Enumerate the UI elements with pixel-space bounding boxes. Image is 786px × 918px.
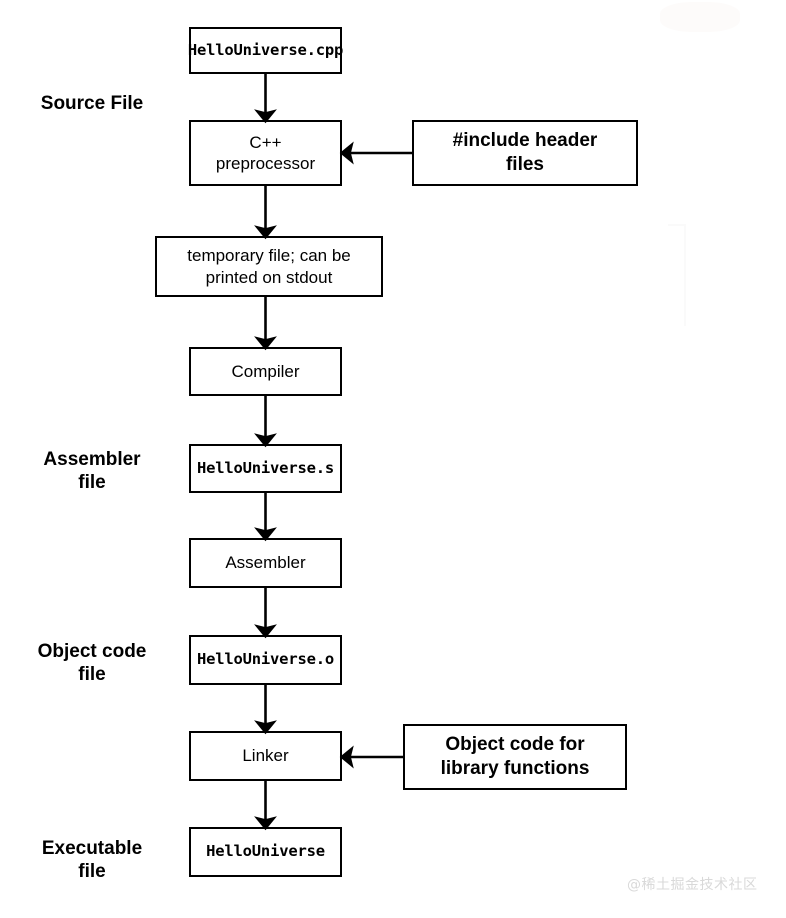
node-object-code-library[interactable]: Object code for library functions: [403, 724, 627, 790]
node-assembler[interactable]: Assembler: [189, 538, 342, 588]
node-hello-universe[interactable]: HelloUniverse: [189, 827, 342, 877]
watermark-text: @稀土掘金技术社区: [627, 877, 758, 893]
node-include-header-files[interactable]: #include header files: [412, 120, 638, 186]
node-compiler[interactable]: Compiler: [189, 347, 342, 396]
node-hello-universe-s[interactable]: HelloUniverse.s: [189, 444, 342, 493]
node-linker[interactable]: Linker: [189, 731, 342, 781]
stage-label-object-code-file: Object code file: [37, 641, 147, 685]
stage-label-executable-file: Executable file: [41, 838, 143, 882]
stage-label-assembler-file: Assembler file: [43, 449, 141, 493]
node-hello-universe-o[interactable]: HelloUniverse.o: [189, 635, 342, 685]
stage-label-source-file: Source File: [40, 93, 144, 114]
node-cpp-preprocessor[interactable]: C++ preprocessor: [189, 120, 342, 186]
node-hello-universe-cpp[interactable]: HelloUniverse.cpp: [188, 27, 343, 74]
